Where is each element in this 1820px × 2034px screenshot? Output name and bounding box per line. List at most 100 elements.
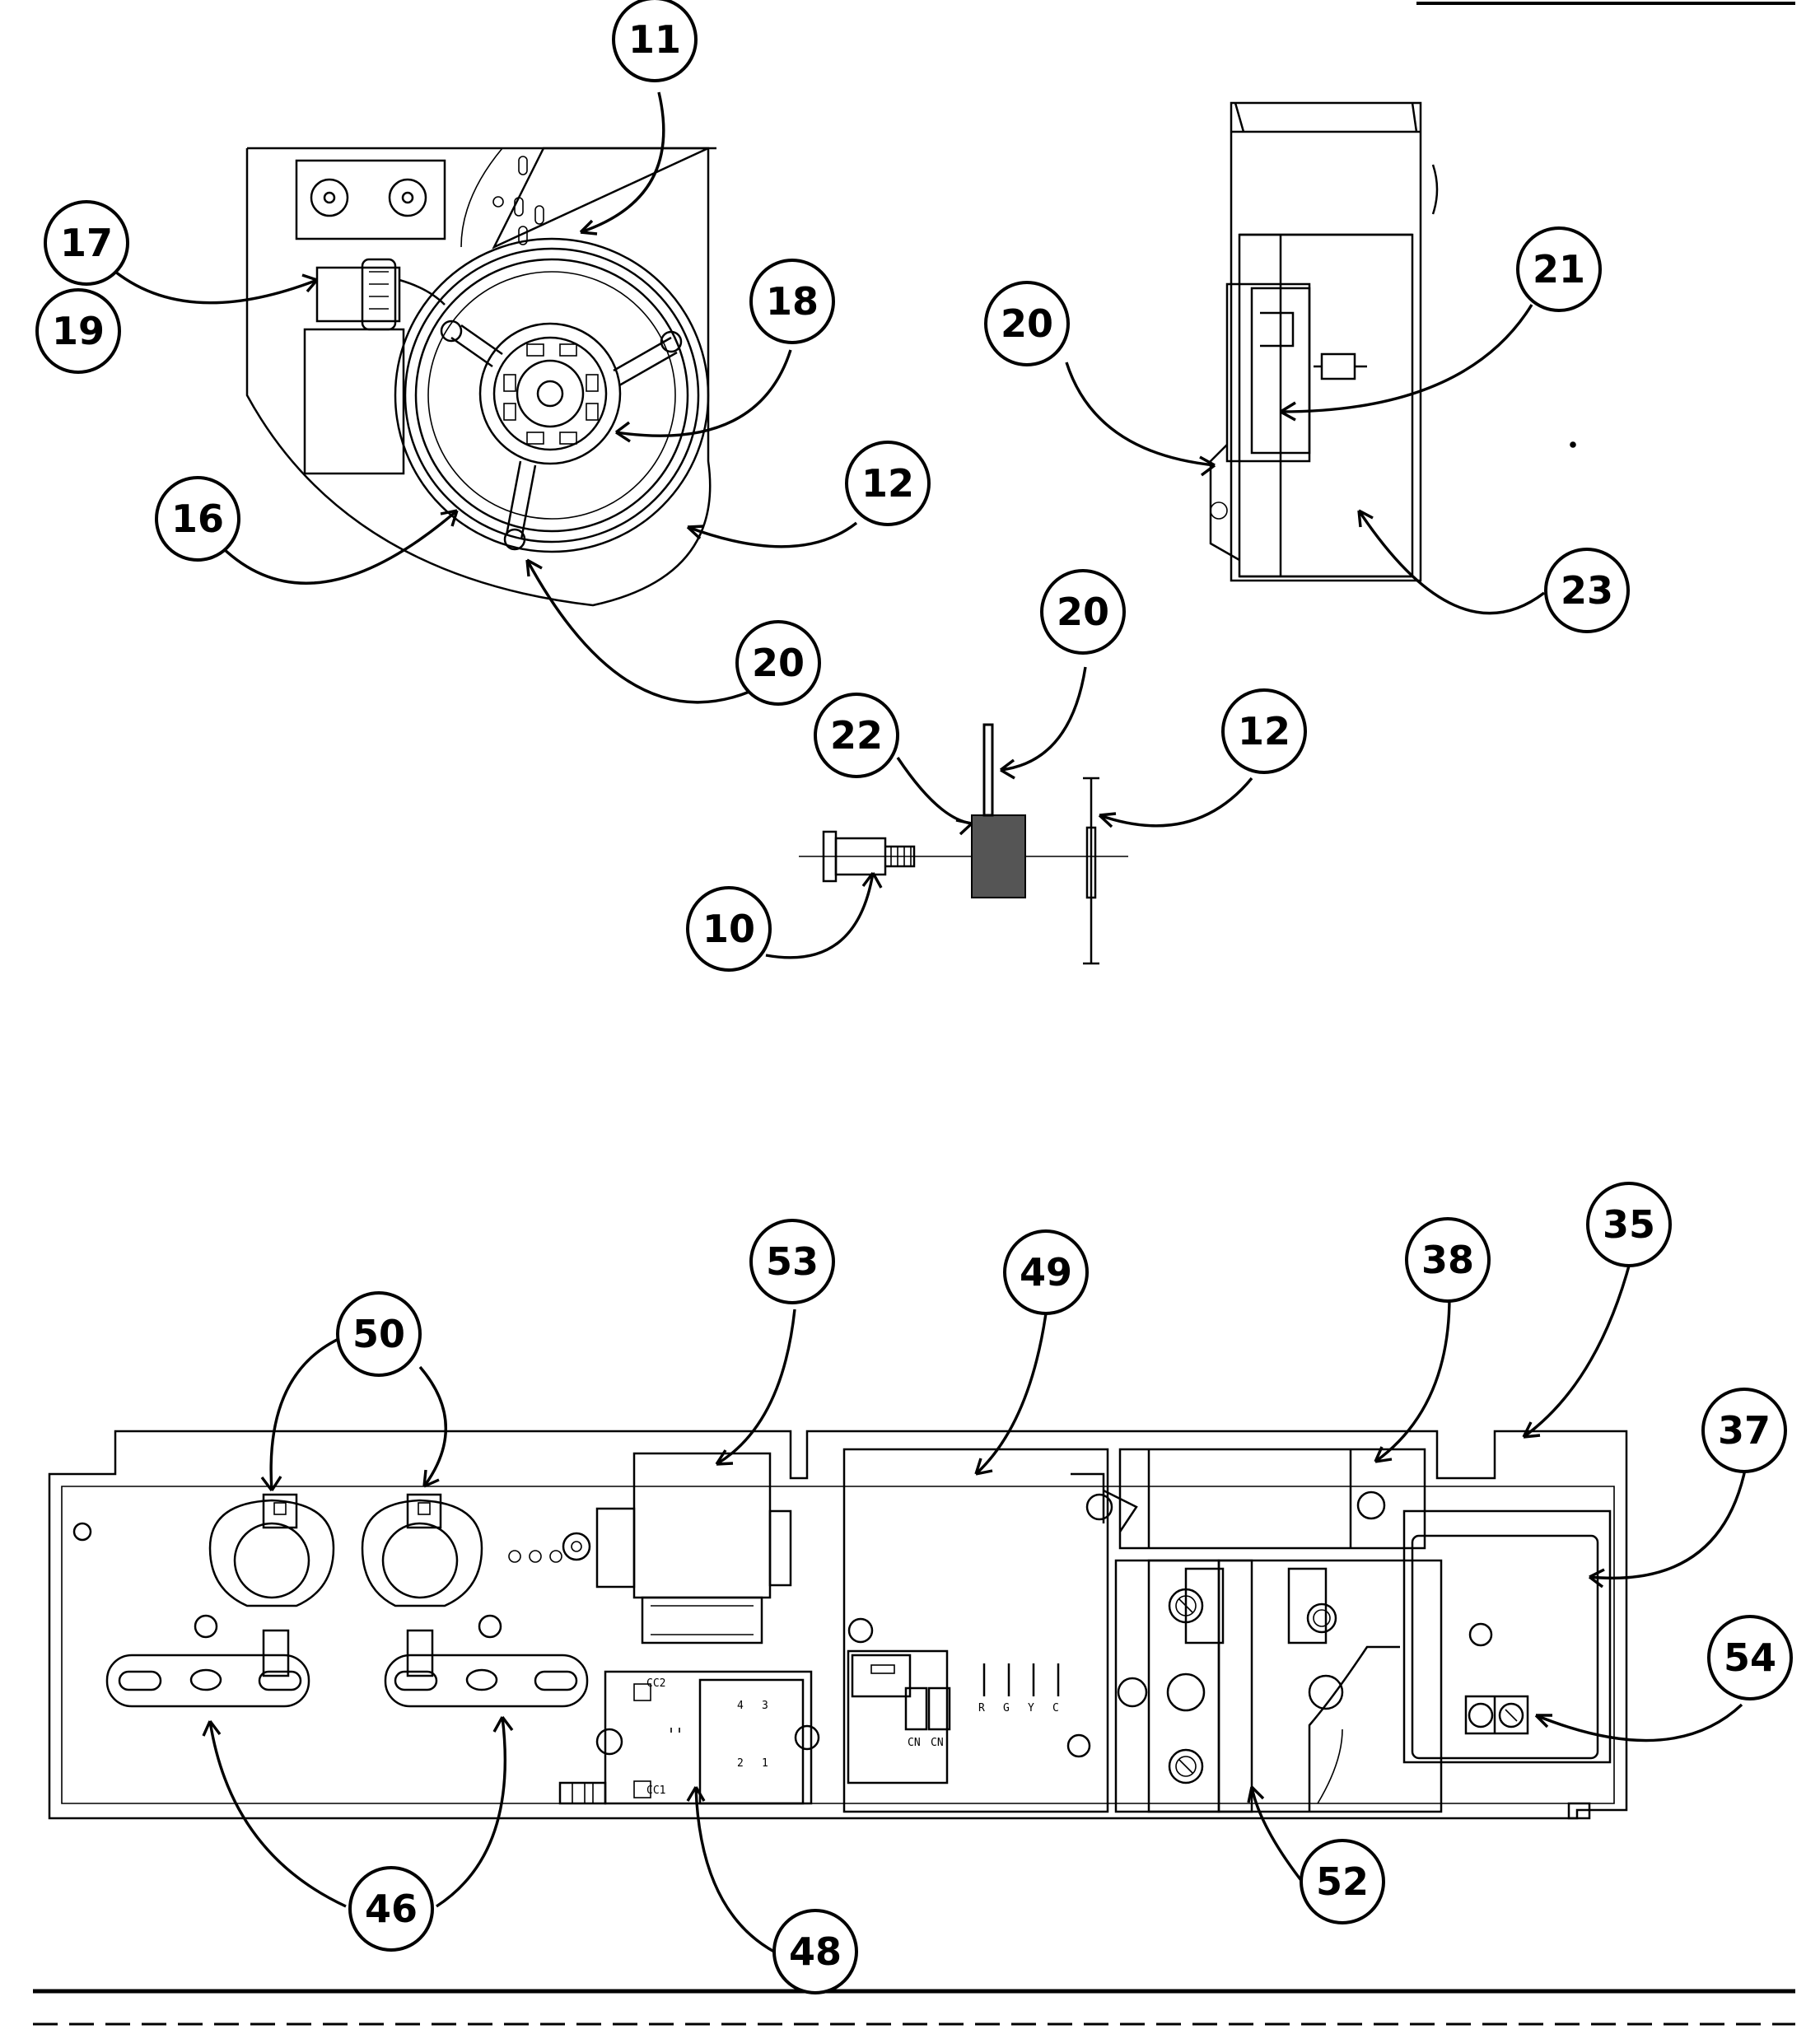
callout-number: 50 — [352, 1312, 405, 1356]
board-labels: CC2 CC1 R G Y C CN CN 4 3 2 1 — [646, 1677, 1059, 1797]
callout-number: 18 — [766, 279, 819, 324]
control-box — [48, 1430, 1628, 1820]
callout-circle — [749, 1219, 835, 1304]
connector-1: CN — [908, 1737, 921, 1749]
callout-circle — [735, 620, 821, 706]
callout-53: 53 — [749, 1219, 835, 1304]
callout-circle — [814, 693, 899, 778]
callout-49: 49 — [1003, 1229, 1089, 1315]
callout-12a: 12 — [845, 441, 931, 526]
callout-circle — [1707, 1615, 1793, 1700]
leader-22 — [896, 757, 973, 825]
leader-50b — [418, 1365, 447, 1488]
leader-54 — [1535, 1703, 1743, 1742]
leader-35 — [1523, 1259, 1632, 1439]
callout-46: 46 — [348, 1866, 434, 1952]
callout-number: 52 — [1316, 1859, 1369, 1904]
leader-17-19 — [114, 270, 318, 305]
leader-38 — [1374, 1296, 1451, 1463]
relay-pin-2: 2 — [737, 1757, 744, 1770]
callout-circle — [155, 476, 240, 562]
callout-circle — [1221, 688, 1307, 774]
callout-number: 48 — [789, 1929, 842, 1974]
callout-number: 20 — [1057, 590, 1109, 634]
callout-circle — [1040, 569, 1126, 655]
mount-detail — [799, 723, 1128, 965]
callout-35: 35 — [1586, 1182, 1672, 1267]
callout-20b: 20 — [984, 281, 1070, 366]
leader-11 — [580, 91, 665, 234]
leader-53 — [716, 1309, 796, 1466]
callout-10: 10 — [686, 886, 772, 972]
callout-number: 53 — [766, 1239, 819, 1284]
callout-21: 21 — [1516, 226, 1602, 312]
callout-circle — [336, 1291, 422, 1377]
connector-2: CN — [931, 1737, 944, 1749]
leader-46b — [436, 1716, 507, 1908]
label-cc2: CC2 — [646, 1677, 665, 1690]
terminal-c: C — [1052, 1702, 1059, 1714]
callout-number: 20 — [752, 641, 805, 685]
leader-10 — [765, 872, 875, 959]
callout-number: 21 — [1533, 247, 1585, 292]
leader-20c — [1000, 666, 1087, 772]
callout-circle — [1701, 1388, 1787, 1473]
callout-circle — [1003, 1229, 1089, 1315]
callout-circle — [1544, 548, 1630, 633]
callout-number: 46 — [365, 1887, 418, 1931]
callout-number: 23 — [1561, 568, 1613, 613]
leader-48 — [694, 1786, 775, 1953]
callout-number: 35 — [1603, 1202, 1655, 1247]
callout-circle — [686, 886, 772, 972]
leader-16 — [221, 509, 459, 585]
callout-circle — [1405, 1217, 1491, 1303]
callout-circle — [749, 259, 835, 344]
callout-16: 16 — [155, 476, 240, 562]
callout-11: 11 — [612, 0, 698, 82]
callout-number: 10 — [702, 907, 755, 951]
callout-number: 20 — [1001, 301, 1053, 346]
leader-21 — [1280, 304, 1533, 413]
leader-18 — [615, 349, 792, 437]
callout-number: 11 — [628, 17, 681, 62]
callout-circle — [984, 281, 1070, 366]
ground-lug — [1464, 1695, 1529, 1735]
leader-52 — [1250, 1786, 1307, 1887]
terminal-y: Y — [1028, 1702, 1034, 1714]
callout-20a: 20 — [735, 620, 821, 706]
callout-circle — [1300, 1839, 1385, 1924]
leader-12b — [1099, 777, 1253, 828]
relay-pin-1: 1 — [762, 1757, 768, 1770]
callout-number: 49 — [1020, 1250, 1072, 1295]
callout-18: 18 — [749, 259, 835, 344]
label-cc1: CC1 — [646, 1784, 665, 1797]
callout-circle — [612, 0, 698, 82]
callout-48: 48 — [772, 1909, 858, 1994]
callout-circle — [1586, 1182, 1672, 1267]
callout-number: 38 — [1421, 1238, 1474, 1282]
grommet — [971, 814, 1026, 898]
callout-52: 52 — [1300, 1839, 1385, 1924]
callout-22: 22 — [814, 693, 899, 778]
terminal-r: R — [978, 1702, 985, 1714]
callout-37: 37 — [1701, 1388, 1787, 1473]
callout-circle — [1516, 226, 1602, 312]
leader-49 — [974, 1313, 1048, 1476]
leader-46a — [208, 1720, 347, 1908]
callout-19: 19 — [35, 288, 121, 374]
blower-wheel — [394, 237, 710, 553]
terminal-g: G — [1003, 1702, 1010, 1714]
callout-circle — [772, 1909, 858, 1994]
callout-50: 50 — [336, 1291, 422, 1377]
callout-12b: 12 — [1221, 688, 1307, 774]
callout-number: 12 — [1238, 709, 1290, 753]
callout-number: 16 — [171, 497, 224, 541]
callout-number: 54 — [1724, 1635, 1776, 1680]
callout-circle — [348, 1866, 434, 1952]
leader-12a — [687, 521, 858, 548]
callout-54: 54 — [1707, 1615, 1793, 1700]
callout-38: 38 — [1405, 1217, 1491, 1303]
capacitor — [315, 258, 446, 331]
callout-number: 37 — [1718, 1408, 1771, 1453]
